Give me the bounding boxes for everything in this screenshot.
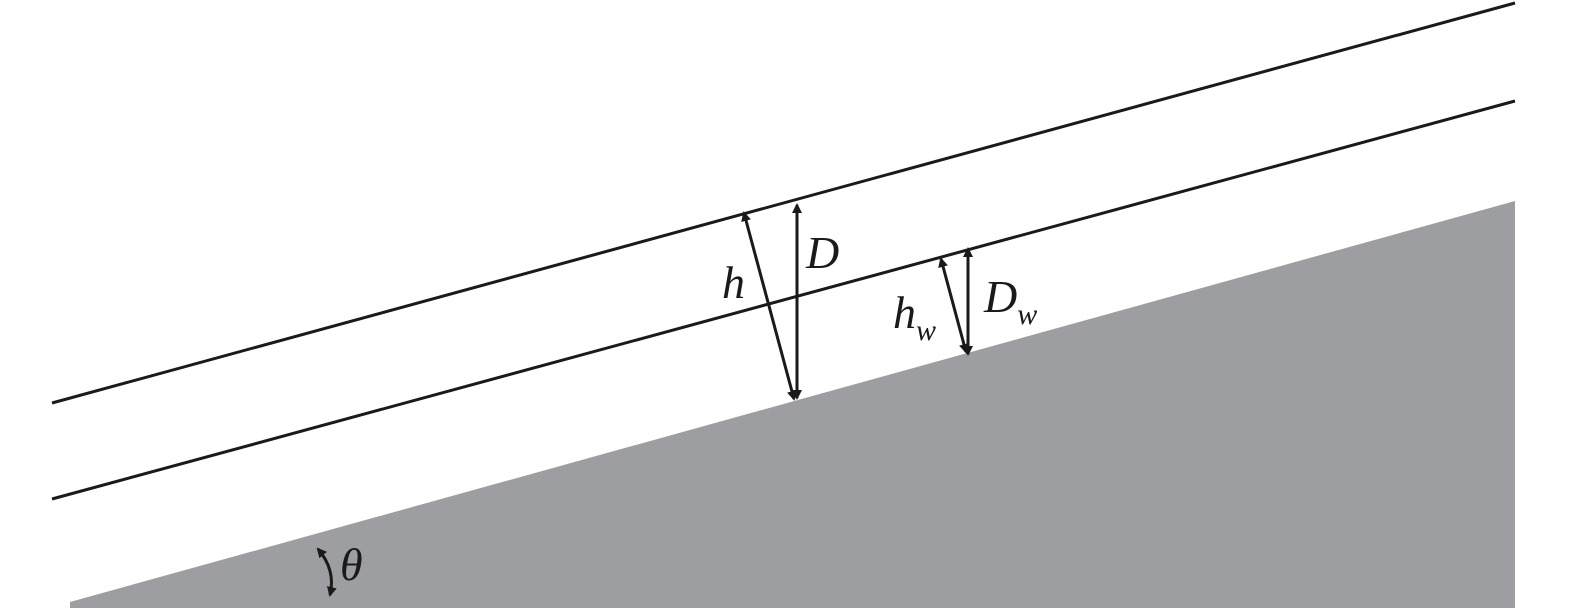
h-label: h — [722, 257, 745, 308]
hw-label-sub: w — [916, 314, 936, 347]
hw-arrow — [938, 257, 969, 354]
hw-label: hw — [893, 287, 936, 347]
D-label: D — [805, 227, 839, 278]
hw-label-main: h — [893, 287, 916, 338]
ground-slope — [70, 201, 1515, 608]
Dw-label-sub: w — [1017, 298, 1037, 331]
Dw-label-main: D — [983, 271, 1017, 322]
surface-line — [51, 1, 1516, 405]
theta-arc — [316, 547, 337, 597]
Dw-label: Dw — [983, 271, 1037, 331]
theta-label: θ — [340, 539, 363, 590]
h-arrow — [741, 211, 797, 401]
